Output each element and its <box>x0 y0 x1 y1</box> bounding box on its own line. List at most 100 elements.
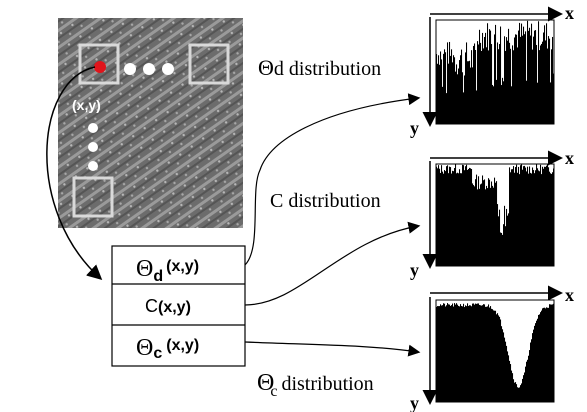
histogram-bar <box>470 305 472 402</box>
histogram-bar <box>552 36 554 124</box>
histogram-bar <box>462 164 464 266</box>
histogram-bar <box>462 306 464 402</box>
histogram-bar <box>478 176 480 266</box>
histogram-bar <box>495 24 497 124</box>
texture-image: (x,y) <box>58 18 243 228</box>
histogram-bar <box>455 164 457 266</box>
histogram-bar <box>535 30 537 124</box>
histogram-bar <box>464 75 466 124</box>
histogram-bar <box>436 306 438 402</box>
histogram-bar <box>493 187 495 266</box>
histogram-bar <box>479 188 481 266</box>
histogram-bar <box>541 43 543 124</box>
histogram-bar <box>486 306 488 402</box>
histogram-bar <box>523 375 525 402</box>
histogram-bar <box>477 189 479 266</box>
histogram-bar <box>524 165 526 266</box>
histogram-bar <box>479 29 481 125</box>
histogram-bar <box>460 173 462 266</box>
histogram-bar <box>499 44 501 125</box>
histogram-bar <box>527 166 529 266</box>
histogram-bar <box>472 303 474 402</box>
histogram-bar <box>453 55 455 124</box>
feature-table: Θd(x,y) C(x,y) Θc(x,y) <box>111 245 246 367</box>
histogram-bar <box>505 50 507 124</box>
histogram-bar <box>506 208 508 266</box>
histogram-bar <box>502 77 504 124</box>
histogram-bar <box>468 169 470 266</box>
histogram-bar <box>444 170 446 266</box>
histogram-bar <box>472 67 474 124</box>
histogram-bar <box>479 305 481 402</box>
histogram-bar <box>456 173 458 266</box>
histogram-bar <box>466 42 468 125</box>
histogram-bar <box>478 303 480 402</box>
y-axis-label: y <box>410 118 419 138</box>
histogram-bar <box>465 166 467 266</box>
histogram-bar <box>446 93 448 124</box>
histogram-bar <box>487 188 489 266</box>
histogram-bar <box>445 306 447 402</box>
histogram-bar <box>536 164 538 266</box>
histogram-bar <box>534 173 536 266</box>
histogram-bar <box>442 305 444 402</box>
histogram-bar <box>544 166 546 266</box>
histogram-bar <box>470 168 472 266</box>
histogram-bar <box>515 382 517 402</box>
histogram-bar <box>450 167 452 266</box>
histogram-bar <box>504 36 506 124</box>
histogram-bar <box>441 305 443 402</box>
histogram-c: x y <box>410 148 574 280</box>
histogram-bar <box>491 308 493 402</box>
histogram-bar <box>470 67 472 124</box>
histogram-bar <box>501 326 503 402</box>
histogram-bar <box>519 174 521 266</box>
histogram-bar <box>450 55 452 124</box>
histogram-bar <box>510 172 512 266</box>
x-axis-label: x <box>565 285 574 305</box>
dot <box>162 63 174 75</box>
histogram-bar <box>548 167 550 266</box>
histogram-bar <box>443 173 445 266</box>
histogram-bar <box>473 45 475 124</box>
histogram-bar <box>454 168 456 266</box>
histogram-bar <box>452 303 454 402</box>
window-horizontal <box>188 43 230 85</box>
histogram-bar <box>451 173 453 266</box>
histogram-bar <box>466 164 468 266</box>
histogram-bar <box>483 48 485 124</box>
histogram-bar <box>440 304 442 402</box>
arrow-theta-d <box>244 93 421 266</box>
histogram-bar <box>512 373 514 402</box>
table-row-theta-d: Θd(x,y) <box>136 256 199 285</box>
histogram-bar <box>509 360 511 402</box>
histogram-bar <box>452 62 454 124</box>
histogram-bar <box>525 366 527 402</box>
histogram-bar <box>508 213 510 266</box>
histogram-bar <box>533 170 535 266</box>
histogram-bar <box>447 165 449 266</box>
histogram-bar <box>462 72 464 124</box>
histogram-bar <box>503 332 505 402</box>
histogram-bar <box>445 52 447 124</box>
histogram-bar <box>503 224 505 266</box>
histogram-bar <box>490 306 492 402</box>
histogram-bar <box>531 23 533 124</box>
window-origin <box>78 43 120 85</box>
histogram-bar <box>514 172 516 266</box>
histogram-bar <box>522 169 524 266</box>
histogram-bar <box>550 173 552 266</box>
histogram-bar <box>475 303 477 402</box>
histogram-bar <box>478 44 480 125</box>
histogram-bar <box>498 49 500 124</box>
histogram-bar <box>439 168 441 266</box>
histogram-bar <box>516 34 518 124</box>
histogram-bar <box>519 387 521 402</box>
point-label: (x,y) <box>72 97 101 113</box>
histogram-bar <box>513 166 515 266</box>
histogram-bar <box>549 171 551 266</box>
histogram-bar <box>543 307 545 402</box>
histogram-bar <box>507 40 509 124</box>
